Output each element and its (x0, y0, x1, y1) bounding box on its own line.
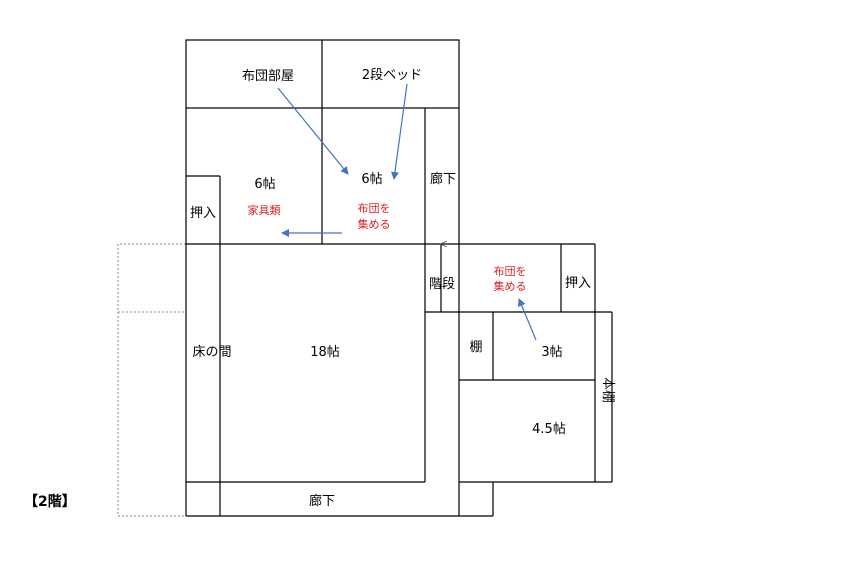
note-collect-futon-2-line2: 集める (494, 279, 527, 293)
arrow-futon-to-6a (277, 87, 349, 175)
note-collect-futon-2-line1: 布団を (494, 265, 527, 278)
note-collect-futon-1-line2: 集める (358, 217, 391, 231)
label-hall-top: 廊下 (430, 171, 456, 187)
label-room-4-5: 4.5帖 (532, 422, 566, 437)
label-shelf: 棚 (469, 340, 482, 355)
label-tokonoma: 床の間 (192, 345, 231, 360)
arrow-3tatami-up (517, 298, 537, 341)
note-furniture: 家具類 (248, 203, 281, 217)
notes: 家具類 布団を 集める 布団を 集める (248, 202, 527, 293)
label-futon-room: 布団部屋 (242, 69, 294, 84)
label-bookshelf: 本棚 (600, 377, 615, 403)
floor-label: 【2階】 (24, 493, 76, 510)
label-room-6a: 6帖 (254, 177, 275, 192)
outside-dashed-outline (117, 243, 186, 517)
walls (185, 39, 613, 517)
arrows (277, 83, 537, 341)
note-collect-futon-1-line1: 布団を (358, 202, 391, 215)
arrow-bunk-to-6b (390, 83, 408, 180)
room-labels: 布団部屋 2段ベッド 6帖 6帖 廊下 押入 階段 押入 床の間 18帖 棚 3… (190, 68, 615, 509)
label-room-18: 18帖 (310, 345, 340, 360)
label-room-3: 3帖 (541, 345, 562, 360)
label-hall-bottom: 廊下 (309, 493, 335, 509)
label-closet-right: 押入 (565, 276, 591, 291)
label-closet-left: 押入 (190, 206, 216, 221)
label-stairs: 階段 (429, 277, 455, 292)
label-bunk-bed: 2段ベッド (362, 68, 422, 83)
label-room-6b: 6帖 (361, 172, 382, 187)
